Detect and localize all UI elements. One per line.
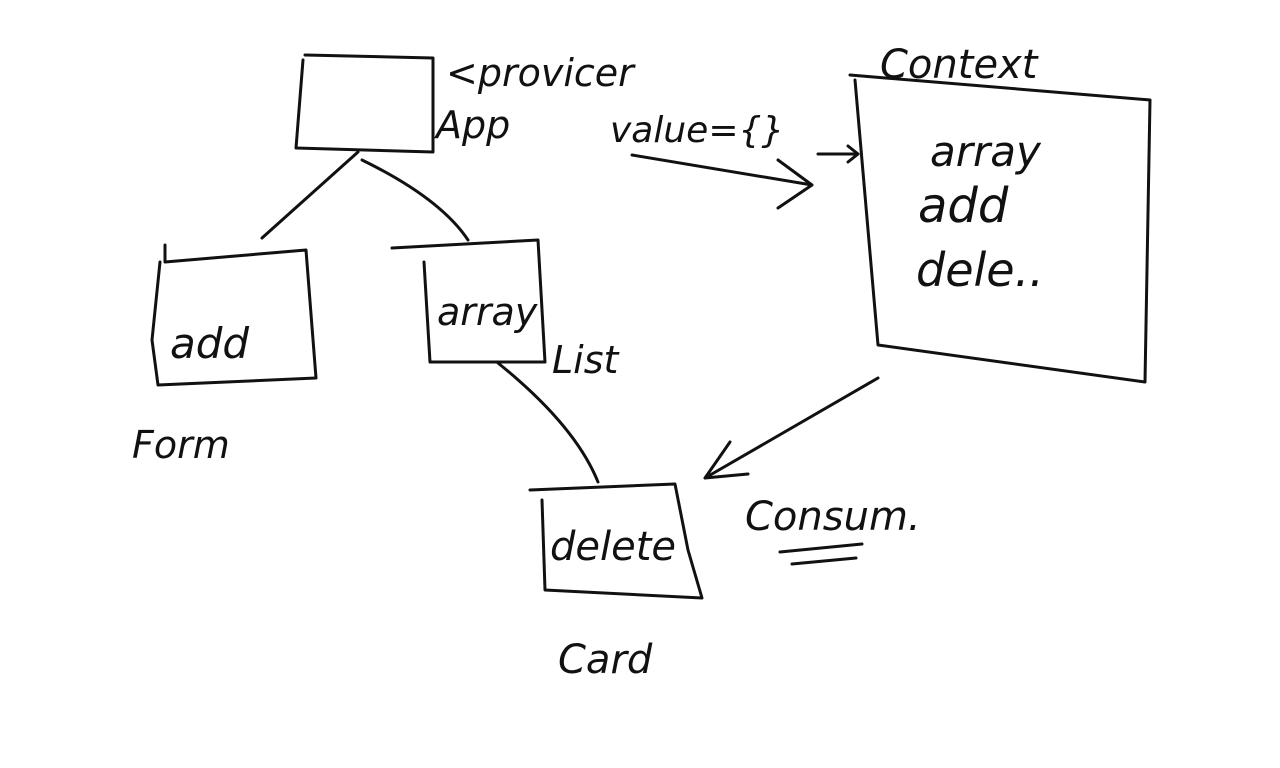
- card-box-text: delete: [550, 524, 676, 570]
- list-label: List: [552, 338, 621, 382]
- form-label: Form: [132, 423, 230, 467]
- context-box: [848, 73, 1152, 384]
- provider-label: <provicer: [446, 51, 636, 95]
- card-label: Card: [558, 637, 653, 683]
- context-to-card-arrow: [703, 376, 880, 480]
- consumer-label: Consum.: [745, 494, 921, 540]
- value-to-context-arrow: [630, 153, 814, 210]
- value-label: value={}: [610, 110, 784, 151]
- app-label: App: [433, 103, 510, 147]
- context-line-array: array: [930, 127, 1042, 176]
- app-to-list-edge: [360, 158, 470, 242]
- card-box: [528, 482, 704, 600]
- form-box: [150, 243, 318, 387]
- consumer-underline: [778, 542, 864, 566]
- app-to-form-edge: [260, 150, 360, 240]
- list-to-card-edge: [496, 361, 600, 484]
- value-pointer-arrow: [816, 144, 860, 164]
- context-label: Context: [880, 42, 1039, 88]
- context-line-delete: dele..: [916, 243, 1044, 297]
- context-line-add: add: [918, 178, 1009, 234]
- app-box: [294, 53, 435, 154]
- form-box-text: add: [170, 319, 249, 368]
- list-box: [390, 238, 547, 364]
- list-box-text: array: [437, 290, 538, 334]
